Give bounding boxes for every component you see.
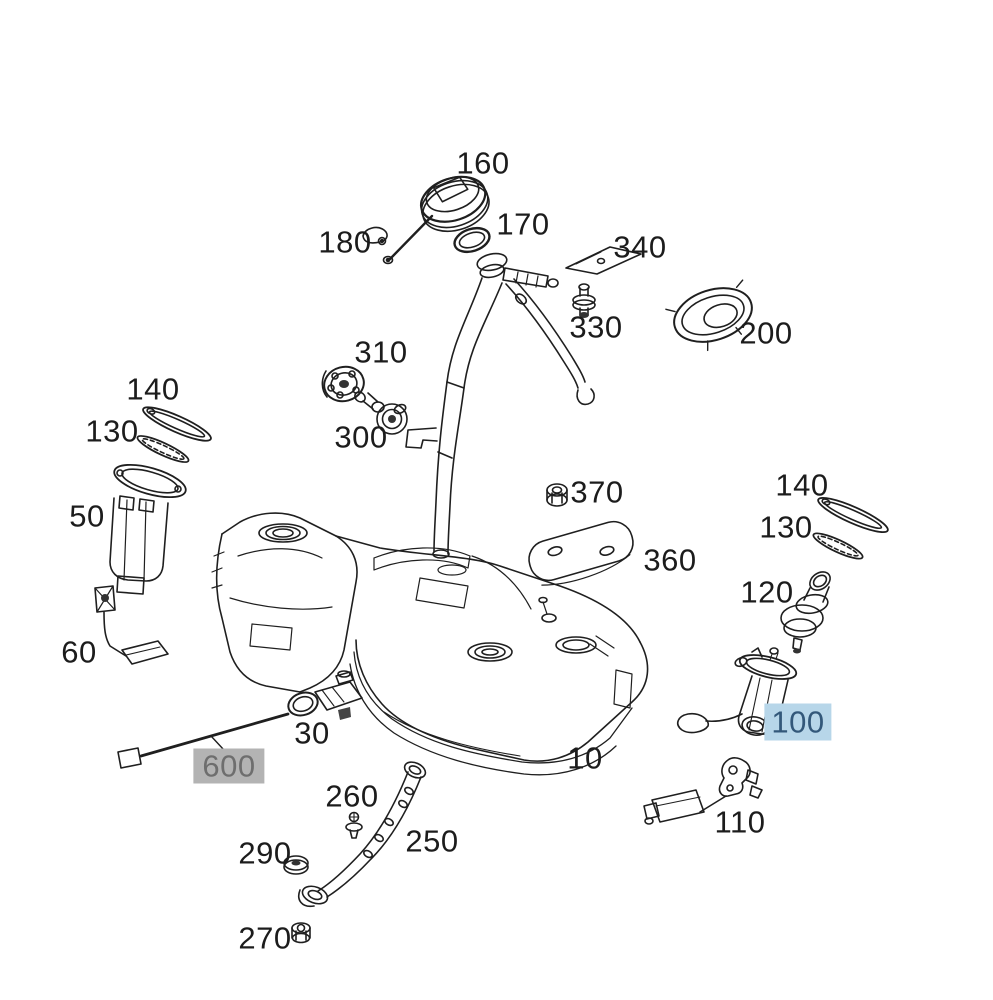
filler-neck-pipe-drawing (405, 252, 595, 559)
part-label-260: 260 (325, 778, 379, 814)
part-label-250: 250 (405, 823, 459, 859)
part-label-330: 330 (569, 309, 623, 345)
bolt-330-drawing (572, 283, 596, 318)
fuel-cap-160-drawing (382, 175, 490, 265)
part-label-140-right: 140 (775, 467, 829, 503)
part-label-200: 200 (739, 315, 793, 351)
part-label-10: 10 (567, 740, 603, 776)
part-label-300: 300 (334, 419, 388, 455)
level-sensor-60-drawing (94, 585, 169, 665)
screw-260-drawing (345, 811, 363, 839)
part-label-340: 340 (613, 229, 667, 265)
seal-ring-130-left-drawing (136, 435, 190, 463)
part-label-30: 30 (294, 715, 330, 751)
nut-370-drawing (546, 483, 568, 507)
level-sensor-110-drawing (643, 757, 763, 825)
wiring-harness-600-drawing (117, 712, 290, 769)
part-label-310: 310 (354, 334, 408, 370)
lock-ring-140-right-drawing (817, 497, 889, 533)
part-label-50: 50 (69, 498, 105, 534)
fuel-pump-module-50-drawing (109, 463, 187, 595)
flange-ring-200-drawing (665, 279, 753, 352)
tether-clip-180-drawing (362, 226, 388, 246)
part-label-370: 370 (570, 474, 624, 510)
part-label-140-left: 140 (126, 371, 180, 407)
part-label-270: 270 (238, 920, 292, 956)
part-label-600-highlighted: 600 (193, 748, 265, 784)
part-label-120: 120 (740, 574, 794, 610)
part-label-160: 160 (456, 145, 510, 181)
fuel-pump-module-100-drawing (676, 647, 798, 736)
plate-360-drawing (528, 520, 634, 586)
seal-ring-170-drawing (453, 226, 491, 254)
valve-300-drawing (354, 391, 408, 435)
part-label-130-right: 130 (759, 509, 813, 545)
nut-270-drawing (291, 922, 311, 944)
pump-30-drawing (287, 670, 363, 720)
part-label-360: 360 (643, 542, 697, 578)
part-label-100-highlighted: 100 (764, 703, 832, 741)
lock-ring-140-left-drawing (142, 406, 212, 442)
part-label-180: 180 (318, 224, 372, 260)
part-label-290: 290 (238, 835, 292, 871)
part-label-60: 60 (61, 634, 97, 670)
fuel-tank-10-drawing (211, 512, 649, 776)
part-label-170: 170 (496, 206, 550, 242)
grommet-310-drawing (321, 365, 365, 403)
part-label-110: 110 (714, 804, 766, 840)
part-label-130-left: 130 (85, 413, 139, 449)
seal-ring-130-right-drawing (812, 532, 864, 560)
washer-cap-290-drawing (283, 855, 309, 875)
vent-valve-120-drawing (780, 571, 831, 654)
bracket-plate-340-drawing (565, 246, 642, 275)
tension-strap-250-drawing (298, 761, 427, 908)
